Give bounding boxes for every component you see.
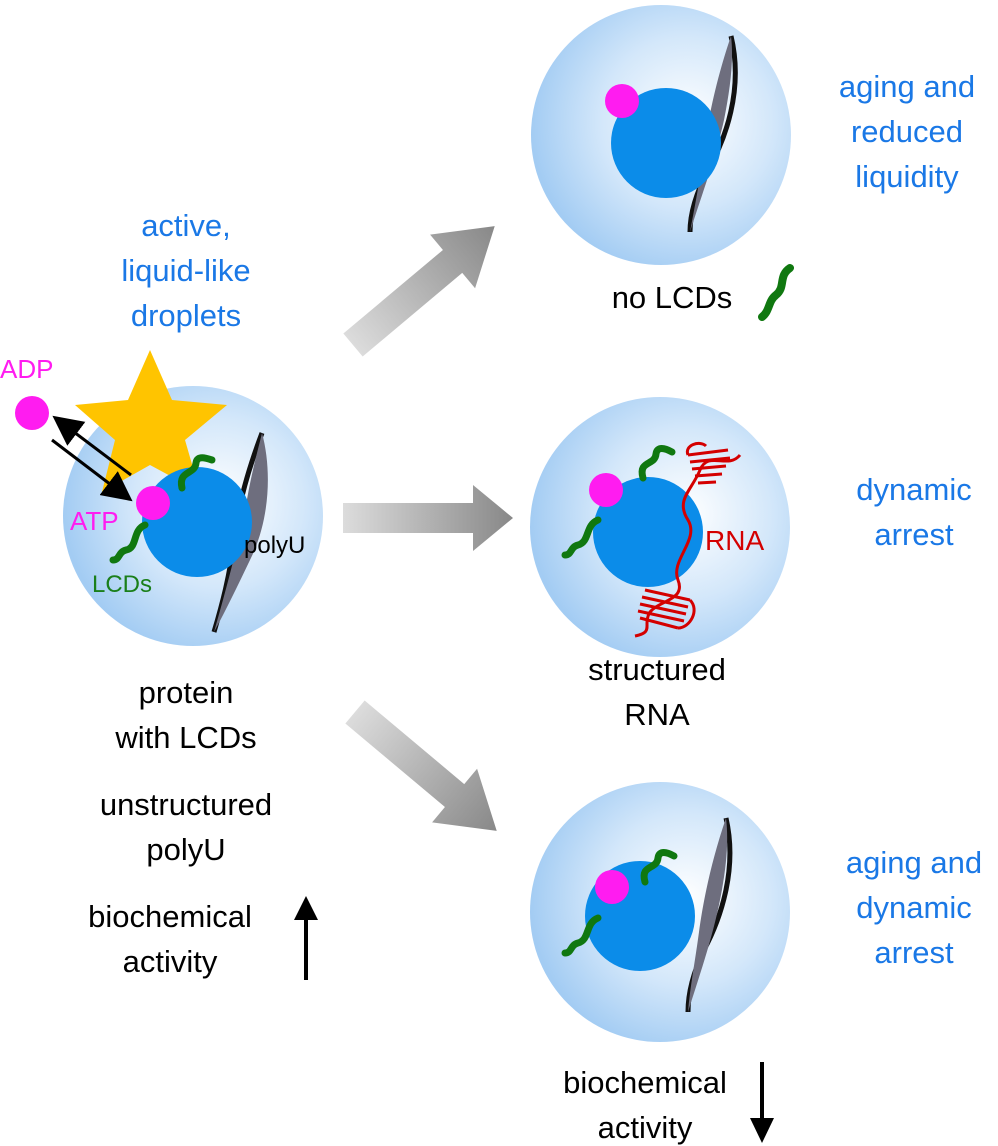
atp-label: ATP (70, 506, 119, 536)
lcd-squiggle-icon (177, 454, 216, 492)
lcd-squiggle-icon (638, 445, 676, 482)
lcd-squiggle-icon (109, 521, 149, 564)
caption-polyu-1: unstructured (100, 787, 272, 822)
arrow-to-middle (343, 485, 513, 551)
bottom-activity-2: activity (598, 1110, 693, 1145)
lcd-squiggle-icon (640, 849, 678, 886)
atp-bead (605, 84, 639, 118)
lcd-squiggle-icon (758, 264, 794, 321)
arrow-to-bottom (345, 700, 497, 831)
top-droplet-group (531, 5, 791, 265)
protein-globule (593, 477, 703, 587)
bottom-outcome-1: aging and (846, 845, 982, 880)
no-lcds-caption: no LCDs (612, 280, 733, 315)
caption-protein-1: protein (139, 675, 234, 710)
bottom-droplet-group (530, 782, 790, 1042)
caption-polyu-2: polyU (146, 832, 225, 867)
bottom-activity-1: biochemical (563, 1065, 727, 1100)
structured-rna (634, 441, 742, 638)
caption-activity-1: biochemical (88, 899, 252, 934)
middle-caption-2: RNA (624, 697, 690, 732)
middle-droplet-group: RNA (530, 397, 790, 657)
bottom-outcome-3: arrest (874, 935, 954, 970)
lcd-squiggle-icon (561, 914, 602, 957)
middle-caption-1: structured (588, 652, 726, 687)
star-icon (75, 350, 227, 492)
lcd-squiggle-icon (561, 516, 602, 559)
bottom-outcome-2: dynamic (856, 890, 971, 925)
protein-globule (142, 467, 252, 577)
rna-label: RNA (705, 525, 764, 556)
lcds-label: LCDs (92, 571, 152, 598)
middle-outcome-2: arrest (874, 517, 954, 552)
active-state-label-2: liquid-like (121, 253, 250, 288)
arrow-to-top (343, 226, 495, 357)
top-outcome-2: reduced (851, 114, 963, 149)
adp-label: ADP (0, 354, 53, 384)
adp-bead (15, 396, 49, 430)
polyu-label: polyU (244, 532, 305, 559)
atp-bead (595, 870, 629, 904)
protein-globule (611, 88, 721, 198)
middle-outcome-1: dynamic (856, 472, 971, 507)
release-arrow (52, 415, 132, 477)
top-outcome-3: liquidity (855, 159, 959, 194)
top-outcome-1: aging and (839, 69, 975, 104)
down-arrow-icon (750, 1062, 774, 1143)
active-state-label-1: active, (141, 208, 231, 243)
up-arrow-icon (294, 896, 318, 980)
caption-protein-2: with LCDs (114, 720, 256, 755)
atp-bead (136, 486, 170, 520)
active-state-label-3: droplets (131, 298, 241, 333)
left-droplet-group: ADP ATP LCDs polyU (0, 350, 323, 646)
atp-bead (589, 473, 623, 507)
caption-activity-2: activity (123, 944, 218, 979)
binding-arrow (51, 438, 133, 502)
